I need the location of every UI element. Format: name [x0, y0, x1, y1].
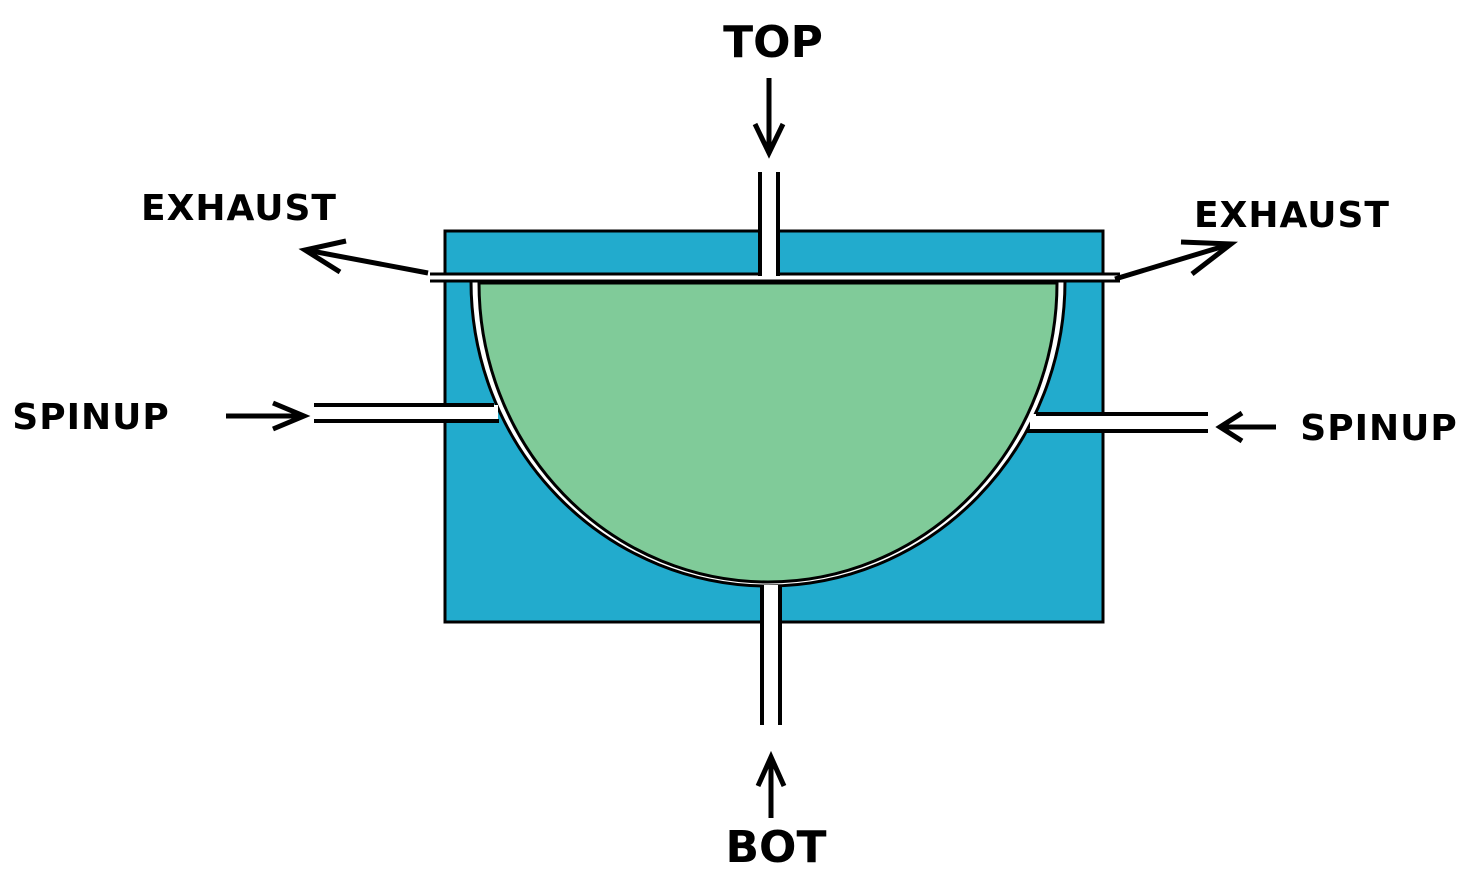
exhaust-gap [430, 274, 1120, 281]
rotor-hemisphere [477, 281, 1059, 584]
arrow-bot [755, 750, 787, 818]
bot-channel [760, 585, 782, 725]
top-channel [758, 172, 780, 276]
arrow-top [752, 78, 786, 159]
label-spinup-left: SPINUP [12, 397, 169, 438]
label-top: TOP [723, 17, 823, 68]
label-exhaust-left: EXHAUST [141, 188, 337, 229]
label-spinup-right: SPINUP [1300, 408, 1457, 449]
arrow-spinup-right [1215, 410, 1276, 444]
spinup-right-channel [1026, 412, 1208, 433]
arrow-spinup-left [226, 400, 311, 432]
arrow-exhaust-left [298, 238, 429, 276]
arrow-exhaust-right [1114, 239, 1238, 282]
label-exhaust-right: EXHAUST [1194, 195, 1390, 236]
label-bot: BOT [726, 822, 827, 873]
spinup-left-channel [314, 403, 499, 423]
